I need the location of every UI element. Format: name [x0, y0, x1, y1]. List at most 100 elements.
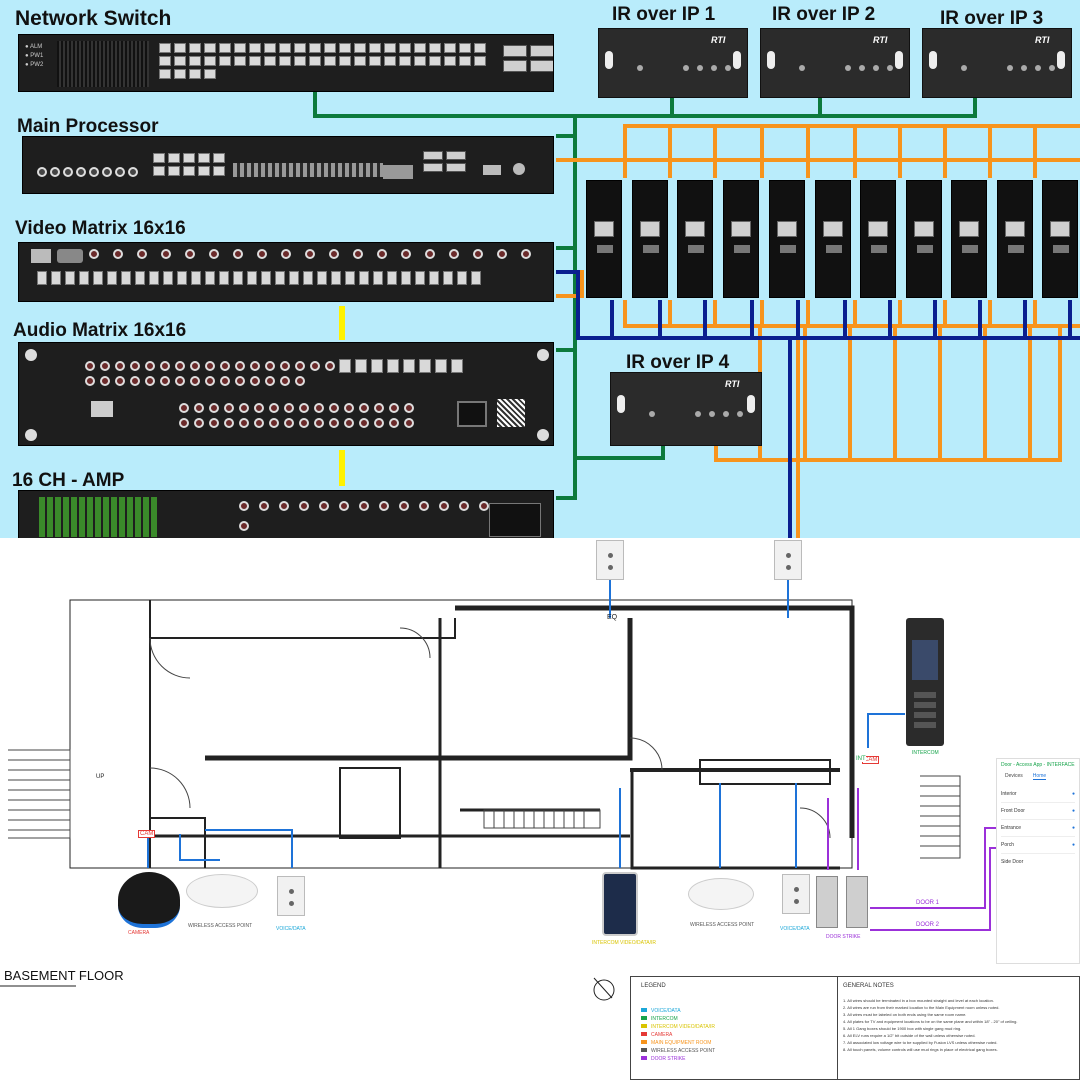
interior-stairs [483, 809, 601, 829]
ir4-drops [758, 326, 1032, 460]
ir4-bus [714, 326, 1062, 462]
switch-grill [57, 41, 149, 87]
audio-ethernet [91, 401, 113, 417]
bathroom [339, 767, 401, 839]
wiring-lines [313, 92, 1080, 538]
app-device-row[interactable]: Entrance● [1001, 820, 1075, 837]
rack-ear [25, 429, 37, 441]
voice-data-plate [596, 540, 624, 580]
hdmi-extender [586, 180, 622, 298]
rti-logo: RTI [873, 35, 888, 45]
ir1-label: IR over IP 1 [612, 4, 716, 25]
app-device-row[interactable]: Side Door [1001, 859, 1024, 865]
general-note: 6. All ELV runs require a 1/2" bit outsi… [843, 1033, 976, 1038]
door-swings [149, 627, 831, 839]
ir-video [556, 270, 584, 298]
ir4-label: IR over IP 4 [626, 352, 730, 373]
camera-caption: CAMERA [128, 930, 150, 936]
ir-drops-bottom [668, 300, 1037, 326]
app-tab-devices[interactable]: Devices [1005, 773, 1023, 779]
exterior-wall [455, 605, 855, 838]
rack-ear [25, 349, 37, 361]
amplifier [18, 490, 554, 538]
general-notes: 1. All wires should be terminated in a b… [843, 997, 1075, 1053]
network-ir3 [820, 98, 977, 118]
app-device-row[interactable]: Interior● [1001, 786, 1075, 803]
legend-item-label: CAMERA [651, 1032, 673, 1038]
floor-plan: CAM CAM INT EQ UP CAMERA WIRELESS ACCESS… [0, 538, 1080, 1080]
switch-ports [159, 43, 489, 79]
camera-device [118, 872, 180, 928]
floor-title: BASEMENT FLOOR [4, 968, 124, 983]
wap-device [688, 878, 754, 910]
audio-inputs [85, 361, 345, 386]
audio-digital [339, 359, 489, 373]
video-hdmi-ports [37, 271, 553, 285]
ir-over-ip-2: RTI [760, 28, 910, 98]
amp-speaker-terminals [39, 497, 159, 537]
floor-plan-drawing [0, 578, 1000, 1001]
processor-ethernet [153, 153, 229, 176]
processor-rs232 [37, 167, 157, 177]
network-ir4 [575, 446, 665, 460]
ir3-label: IR over IP 3 [940, 8, 1044, 29]
voice-data-plate [774, 540, 802, 580]
door-strike-device [846, 876, 868, 928]
amp-label: 16 CH - AMP [12, 470, 125, 491]
exterior-stairs [8, 749, 71, 839]
ir-over-ip-4: RTI [610, 372, 762, 446]
hdmi-extender [632, 180, 668, 298]
video-audio-outs [89, 249, 539, 259]
legend-item-label: WIRELESS ACCESS POINT [651, 1048, 716, 1054]
processor-relay [383, 165, 413, 179]
wire-door-2-app [870, 847, 1000, 931]
equipment-tag: EQ [607, 614, 618, 621]
ir-bus-bottom [623, 300, 1080, 328]
app-title: Door - Access App - INTERFACE [1001, 762, 1075, 768]
wap-caption: WIRELESS ACCESS POINT [188, 923, 253, 929]
legend-divider [837, 977, 838, 1079]
network-switch: ● ALM● PW1● PW2 [18, 34, 554, 92]
rti-logo: RTI [725, 379, 740, 389]
door-2-label: DOOR 2 [916, 922, 940, 928]
general-note: 5. All 1 Gang boxes should be 1900 box w… [843, 1026, 962, 1031]
hdmi-extender [815, 180, 851, 298]
intercom-video-caption: INTERCOM VIDEO/DATA/IR [592, 940, 656, 946]
processor-power [513, 163, 525, 175]
amp-inputs [239, 501, 489, 531]
app-device-list: Interior● Front Door● Entrance● Porch● S… [997, 782, 1079, 874]
legend-swatch [641, 1032, 647, 1036]
hdmi-extender [860, 180, 896, 298]
legend-swatch [641, 1048, 647, 1052]
legend-item-label: DOOR STRIKE [651, 1056, 686, 1062]
hdmi-extender [769, 180, 805, 298]
ir2-label: IR over IP 2 [772, 4, 876, 25]
wiring-diagram: Network Switch ● ALM● PW1● PW2 Main Proc… [0, 0, 1080, 538]
app-device-row[interactable]: Front Door● [1001, 803, 1075, 820]
processor-terminals [233, 163, 383, 177]
hdmi-extender [997, 180, 1033, 298]
legend-swatch [641, 1040, 647, 1044]
door-strike-caption: DOOR STRIKE [826, 934, 861, 940]
amp-power [489, 503, 541, 537]
wall-left [149, 600, 456, 868]
kitchen-counter [699, 759, 831, 785]
general-note: 1. All wires should be terminated in a b… [843, 998, 994, 1003]
legend-swatch [641, 1024, 647, 1028]
rti-logo: RTI [1035, 35, 1050, 45]
intercom-keypad [914, 688, 936, 728]
access-app-screenshot: Door - Access App - INTERFACE Devices Ho… [996, 758, 1080, 964]
general-note: 4. All plates for TV and equipment locat… [843, 1019, 1018, 1024]
processor-usb [423, 151, 483, 172]
legend-item: WIRELESS ACCESS POINT [641, 1047, 715, 1055]
rack-ear [537, 429, 549, 441]
app-tab-home[interactable]: Home [1032, 773, 1047, 780]
legend-item-label: INTERCOM VIDEO/DATA/IR [651, 1024, 715, 1030]
video-drops [610, 300, 1072, 338]
voice-data-plate [782, 874, 810, 914]
legend-title: LEGEND [641, 983, 666, 989]
video-bus [556, 270, 1080, 340]
app-device-row[interactable]: Porch● [1001, 837, 1075, 854]
switch-sfp-ports [503, 45, 553, 72]
legend-item-label: INTERCOM [651, 1016, 678, 1022]
